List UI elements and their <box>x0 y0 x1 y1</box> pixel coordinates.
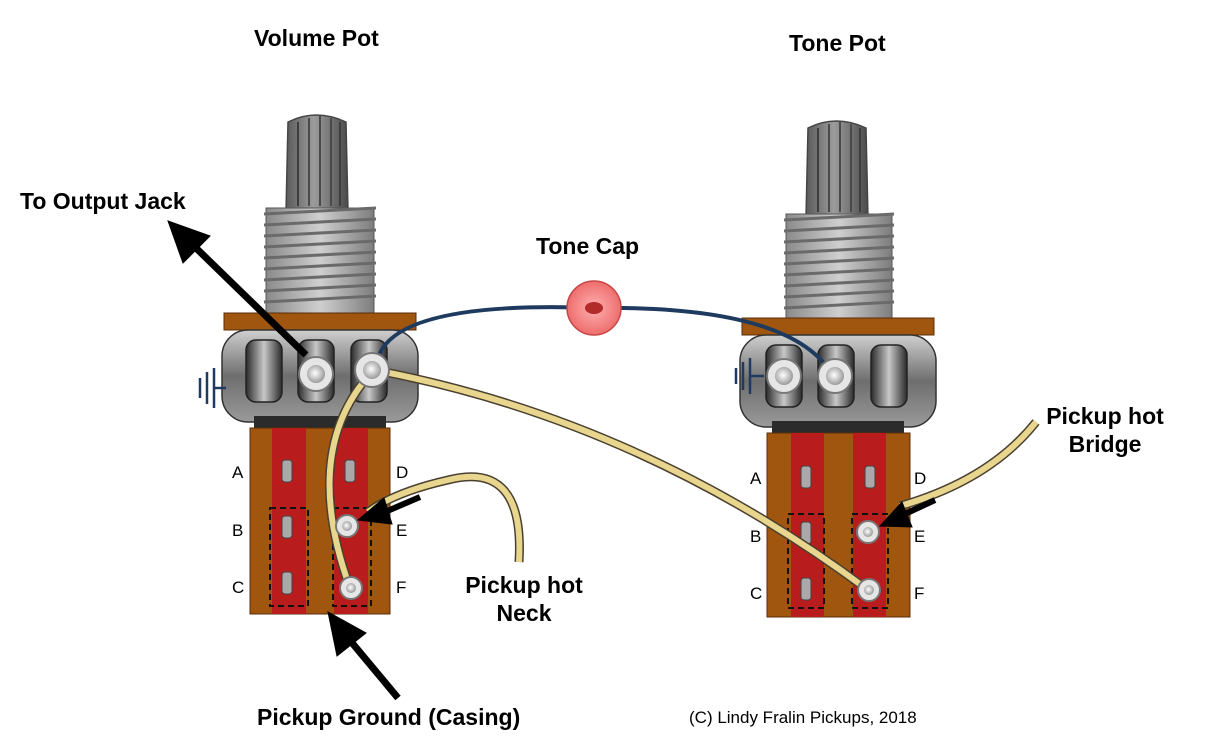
volume-lug-e: E <box>396 521 408 540</box>
volume-pot-shaft <box>285 114 349 213</box>
tone-pot-shaft <box>805 120 869 219</box>
volume-lug-d: D <box>396 463 409 482</box>
tone-lug-d: D <box>914 469 927 488</box>
solder-vol-e <box>335 514 359 538</box>
tone-ground-symbol-icon <box>734 358 764 394</box>
pickup-ground-label: Pickup Ground (Casing) <box>257 704 521 730</box>
tone-cap-label: Tone Cap <box>536 233 640 259</box>
volume-pot-plate <box>223 312 417 331</box>
neck-hot-wire <box>365 472 524 563</box>
volume-lug-a: A <box>232 463 244 482</box>
tone-cap-icon <box>566 280 622 336</box>
volume-lug-b: B <box>232 521 244 540</box>
tone-lug-e: E <box>914 527 926 546</box>
pickup-hot-bridge-line1: Pickup hot <box>1046 403 1164 429</box>
solder-tone-left-lug <box>766 358 802 394</box>
tone-lug-b: B <box>750 527 762 546</box>
volume-lug-f: F <box>396 578 407 597</box>
pickup-hot-bridge-label: Pickup hot Bridge <box>1040 402 1170 458</box>
solder-vol-middle-lug <box>298 356 334 392</box>
volume-pot-title: Volume Pot <box>254 25 379 51</box>
ground-arrow-icon <box>327 611 401 701</box>
volume-to-tone-hot-wire <box>373 365 871 594</box>
solder-tone-f <box>857 578 881 602</box>
pickup-hot-bridge-line2: Bridge <box>1068 431 1142 457</box>
solder-tone-middle-lug <box>817 358 853 394</box>
volume-jumper-wire <box>325 368 376 590</box>
volume-ground-symbol-icon <box>198 368 226 408</box>
tone-pot-plate <box>741 317 935 336</box>
neck-arrow-icon <box>356 494 422 525</box>
pickup-hot-neck-line1: Pickup hot <box>465 572 583 598</box>
pickup-hot-neck-label: Pickup hot Neck <box>453 571 595 627</box>
bridge-arrow-icon <box>878 497 937 528</box>
tone-pot-bushing <box>783 212 895 319</box>
solder-vol-f <box>339 576 363 600</box>
tone-lug-a: A <box>750 469 762 488</box>
solder-joints <box>298 352 881 602</box>
pickup-hot-neck-line2: Neck <box>496 600 552 626</box>
output-jack-arrow-icon <box>167 220 309 358</box>
copyright-text: (C) Lindy Fralin Pickups, 2018 <box>689 708 917 727</box>
volume-pot-bushing <box>263 206 377 314</box>
tone-lug-f: F <box>914 584 925 603</box>
output-jack-label: To Output Jack <box>20 188 186 214</box>
solder-vol-right-lug <box>354 352 390 388</box>
arrows <box>167 220 937 701</box>
tone-pot-title: Tone Pot <box>789 30 886 56</box>
bridge-hot-wire <box>898 419 1040 511</box>
solder-tone-e <box>856 520 880 544</box>
volume-lug-c: C <box>232 578 245 597</box>
tone-lug-c: C <box>750 584 763 603</box>
